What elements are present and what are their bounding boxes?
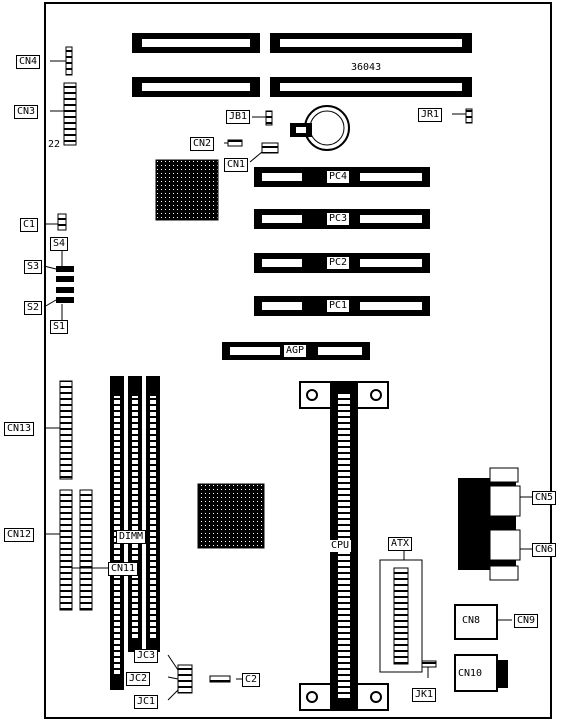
- cn13-header: [59, 380, 73, 480]
- label-s3: S3: [24, 260, 43, 274]
- label-cn1: CN1: [224, 158, 249, 172]
- label-dimm: DIMM: [116, 530, 147, 544]
- label-s4: S4: [50, 237, 69, 251]
- label-cn5: CN5: [532, 491, 557, 505]
- label-cn11: CN11: [108, 562, 139, 576]
- label-c1: C1: [20, 218, 39, 232]
- label-s2: S2: [24, 301, 43, 315]
- cn11-header: [79, 489, 93, 611]
- label-cn6: CN6: [532, 543, 557, 557]
- label-jc3: JC3: [134, 649, 159, 663]
- c1-header: [57, 213, 67, 231]
- label-cpu: CPU: [329, 540, 352, 552]
- label-jb1: JB1: [226, 110, 251, 124]
- label-pc2: PC2: [327, 257, 350, 269]
- label-s1: S1: [50, 320, 69, 334]
- switch-block: [56, 266, 74, 303]
- label-cn13: CN13: [4, 422, 35, 436]
- label-pc4: PC4: [327, 171, 350, 183]
- jb1-jumper: [265, 110, 273, 126]
- label-cn10: CN10: [456, 668, 485, 680]
- jr1-jumper: [465, 108, 473, 124]
- label-c2: C2: [242, 673, 261, 687]
- label-cn4: CN4: [16, 55, 41, 69]
- cn2-header: [227, 139, 243, 147]
- label-pc1: PC1: [327, 300, 350, 312]
- label-cn12: CN12: [4, 528, 35, 542]
- label-agp: AGP: [284, 345, 307, 357]
- cn4-header: [65, 46, 73, 76]
- rear-io: [454, 467, 521, 692]
- label-pin-22: 22: [46, 139, 63, 151]
- cn3-header: [63, 82, 77, 146]
- jk1-jumper: [421, 660, 437, 668]
- battery: [290, 105, 350, 151]
- label-cn9: CN9: [514, 614, 539, 628]
- cn1-header: [261, 142, 279, 154]
- c2-header: [209, 675, 231, 683]
- label-pc3: PC3: [327, 213, 350, 225]
- atx-connector: [379, 559, 423, 673]
- label-jc2: JC2: [126, 672, 151, 686]
- label-cn3: CN3: [14, 105, 39, 119]
- label-jk1: JK1: [412, 688, 437, 702]
- label-jr1: JR1: [418, 108, 443, 122]
- label-cn2: CN2: [190, 137, 215, 151]
- cn12-header: [59, 489, 73, 611]
- label-jc1: JC1: [134, 695, 159, 709]
- chipset-lower: [197, 483, 265, 549]
- isa-slots: [132, 33, 472, 97]
- jc-jumpers: [177, 664, 193, 694]
- chipset-upper: [155, 159, 219, 221]
- board-number: 36043: [349, 62, 384, 74]
- label-cn7: CN7: [468, 519, 487, 530]
- leader-lines: [43, 60, 532, 701]
- label-atx: ATX: [388, 537, 413, 551]
- label-cn8: CN8: [460, 615, 483, 627]
